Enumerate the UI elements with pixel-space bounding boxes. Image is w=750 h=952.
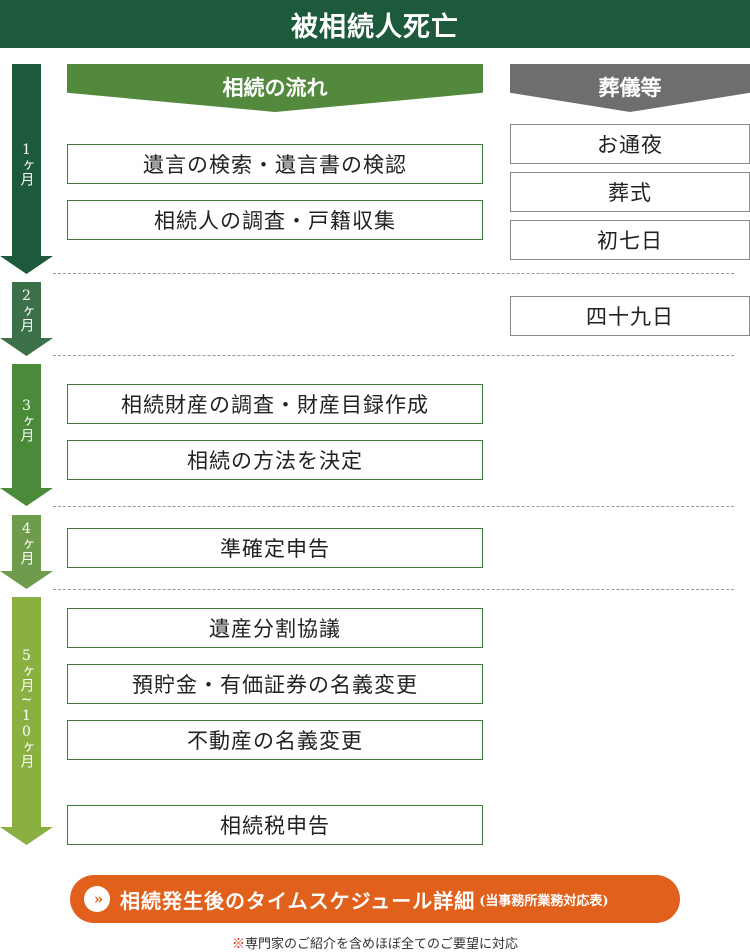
flow-step: 準確定申告 xyxy=(67,528,483,568)
month-label-2: 2ヶ月 xyxy=(18,288,35,332)
flow-column-title: 相続の流れ xyxy=(222,75,328,100)
flow-step: 遺言の検索・遺言書の検認 xyxy=(67,144,483,184)
funeral-column-header: 葬儀等 xyxy=(510,64,750,112)
schedule-detail-label: 相続発生後のタイムスケジュール詳細 xyxy=(120,888,476,913)
month-divider xyxy=(53,506,734,507)
funeral-step: お通夜 xyxy=(510,124,750,164)
footnote-mark: ※ xyxy=(231,937,245,952)
double-chevron-right-icon: » xyxy=(84,886,110,912)
flow-step: 相続財産の調査・財産目録作成 xyxy=(67,384,483,424)
month-label-1: 1ヶ月 xyxy=(18,142,35,186)
month-divider xyxy=(53,273,734,274)
funeral-column-title: 葬儀等 xyxy=(598,75,662,100)
funeral-step: 葬式 xyxy=(510,172,750,212)
month-arrow-1: 1ヶ月 xyxy=(0,64,53,274)
flow-step: 相続人の調査・戸籍収集 xyxy=(67,200,483,240)
month-label-4: 4ヶ月 xyxy=(18,521,35,565)
flow-column-header: 相続の流れ xyxy=(67,64,483,112)
page-title: 被相続人死亡 xyxy=(291,11,459,43)
footnote: ※専門家のご紹介を含めほぼ全てのご要望に対応 xyxy=(0,933,750,952)
month-divider xyxy=(53,589,734,590)
month-divider xyxy=(53,355,734,356)
flow-step: 不動産の名義変更 xyxy=(67,720,483,760)
footnote-text: 専門家のご紹介を含めほぼ全てのご要望に対応 xyxy=(245,937,519,952)
schedule-detail-sublabel: (当事務所業務対応表) xyxy=(479,893,609,909)
flow-step: 預貯金・有価証券の名義変更 xyxy=(67,664,483,704)
month-label-5: 5ヶ月~10ヶ月 xyxy=(18,648,35,768)
month-arrow-4: 4ヶ月 xyxy=(0,515,53,589)
funeral-step: 初七日 xyxy=(510,220,750,260)
page-title-banner: 被相続人死亡 xyxy=(0,0,750,48)
flow-step: 相続税申告 xyxy=(67,805,483,845)
funeral-step: 四十九日 xyxy=(510,296,750,336)
flow-step: 遺産分割協議 xyxy=(67,608,483,648)
month-arrow-3: 3ヶ月 xyxy=(0,364,53,506)
schedule-detail-button[interactable]: » 相続発生後のタイムスケジュール詳細 (当事務所業務対応表) xyxy=(70,875,680,923)
month-arrow-5: 5ヶ月~10ヶ月 xyxy=(0,597,53,845)
month-label-3: 3ヶ月 xyxy=(18,398,35,442)
flow-step: 相続の方法を決定 xyxy=(67,440,483,480)
month-arrow-2: 2ヶ月 xyxy=(0,282,53,356)
